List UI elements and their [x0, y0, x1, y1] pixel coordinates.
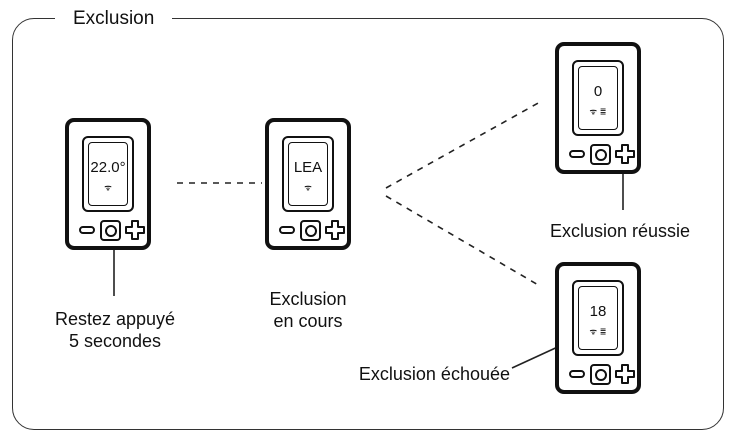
label-exclusion-failure: Exclusion échouée — [358, 364, 510, 384]
antenna-icon: ᯤ — [104, 183, 112, 192]
thermostat-device-running: LEA ᯤ — [265, 118, 351, 250]
plus-button-icon[interactable] — [325, 220, 345, 240]
label-hold-line2: 5 secondes — [68, 331, 162, 351]
dashed-link-running-success — [385, 101, 541, 189]
thermostat-device-success: 0 ᯤ ≣ — [555, 42, 641, 174]
minus-button-icon[interactable] — [569, 370, 585, 378]
antenna-battery-icon: ᯤ ≣ — [589, 327, 607, 336]
screen-value: 18 — [589, 303, 607, 320]
thermostat-device-failure: 18 ᯤ ≣ — [555, 262, 641, 394]
device-screen: 18 ᯤ ≣ — [572, 280, 624, 356]
device-screen: 22.0° ᯤ — [82, 136, 134, 212]
dashed-link-running-failure — [385, 195, 541, 287]
antenna-icon: ᯤ — [304, 183, 312, 192]
device-screen: LEA ᯤ — [282, 136, 334, 212]
label-hold-line1: Restez appuyé — [54, 309, 176, 329]
screen-value: LEA — [293, 159, 323, 176]
device-screen: 0 ᯤ ≣ — [572, 60, 624, 136]
plus-button-icon[interactable] — [615, 364, 635, 384]
minus-button-icon[interactable] — [79, 226, 95, 234]
center-button-icon[interactable] — [590, 144, 611, 165]
label-exclusion-success: Exclusion réussie — [549, 221, 691, 241]
label-running-line2: en cours — [273, 311, 343, 331]
antenna-battery-icon: ᯤ ≣ — [589, 107, 607, 116]
screen-value: 0 — [593, 83, 603, 100]
label-hold-button: Restez appuyé 5 secondes — [30, 308, 200, 352]
screen-value: 22.0° — [90, 159, 126, 176]
label-exclusion-running: Exclusion en cours — [248, 288, 368, 332]
minus-button-icon[interactable] — [279, 226, 295, 234]
exclusion-frame — [12, 18, 724, 430]
label-running-line1: Exclusion — [269, 289, 347, 309]
thermostat-device-start: 22.0° ᯤ — [65, 118, 151, 250]
frame-title: Exclusion — [55, 8, 173, 30]
plus-button-icon[interactable] — [125, 220, 145, 240]
center-button-icon[interactable] — [590, 364, 611, 385]
center-button-icon[interactable] — [100, 220, 121, 241]
center-button-icon[interactable] — [300, 220, 321, 241]
minus-button-icon[interactable] — [569, 150, 585, 158]
plus-button-icon[interactable] — [615, 144, 635, 164]
